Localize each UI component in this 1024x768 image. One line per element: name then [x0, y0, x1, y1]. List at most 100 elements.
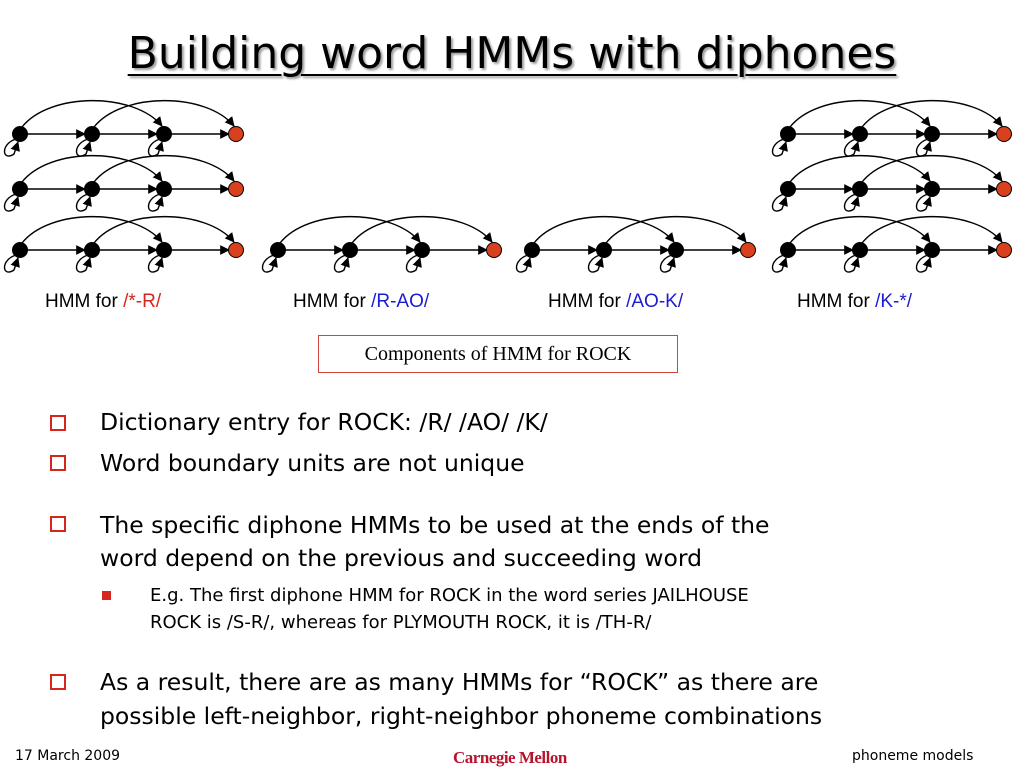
hmm-label-unit: /K-*/: [875, 291, 913, 312]
skip-transition-arrow: [351, 215, 493, 244]
self-loop-arrow: [771, 138, 788, 157]
skip-transition-arrow: [21, 99, 163, 128]
skip-transition-arrow: [279, 215, 421, 244]
final-state-node: [740, 242, 756, 258]
self-loop-arrow: [771, 193, 788, 212]
hmm-label-k-star: HMM for /K-*/: [797, 291, 912, 313]
footer-topic: phoneme models: [852, 748, 974, 764]
final-state-node: [996, 126, 1012, 142]
state-node: [12, 242, 28, 258]
skip-transition-arrow: [789, 99, 931, 128]
state-node: [852, 126, 868, 142]
hollow-square-bullet-icon: [50, 415, 66, 431]
final-state-node: [486, 242, 502, 258]
state-node: [84, 181, 100, 197]
state-node: [414, 242, 430, 258]
sub-bullet-text: ROCK is /S-R/, whereas for PLYMOUTH ROCK…: [150, 612, 652, 633]
bullet-text: Dictionary entry for ROCK: /R/ /AO/ /K/: [100, 408, 548, 436]
final-state-node: [228, 181, 244, 197]
state-node: [342, 242, 358, 258]
bullet-text: possible left-neighbor, right-neighbor p…: [100, 702, 823, 730]
self-loop-arrow: [659, 254, 676, 273]
skip-transition-arrow: [533, 215, 675, 244]
hollow-square-bullet-icon: [50, 455, 66, 471]
hmm-label-prefix: HMM for: [797, 291, 876, 312]
self-loop-arrow: [915, 193, 932, 212]
skip-transition-arrow: [605, 215, 747, 244]
skip-transition-arrow: [861, 99, 1003, 128]
hmm-group-star-r: [3, 99, 244, 273]
skip-transition-arrow: [93, 154, 235, 183]
footer-date: 17 March 2009: [15, 748, 121, 764]
state-node: [852, 181, 868, 197]
skip-transition-arrow: [789, 154, 931, 183]
hmm-label-unit: /AO-K/: [626, 291, 684, 312]
self-loop-arrow: [75, 138, 92, 157]
sub-bullet-text: E.g. The first diphone HMM for ROCK in t…: [150, 585, 749, 606]
self-loop-arrow: [75, 254, 92, 273]
skip-transition-arrow: [861, 154, 1003, 183]
state-node: [12, 181, 28, 197]
self-loop-arrow: [261, 254, 278, 273]
hmm-label-prefix: HMM for: [45, 291, 124, 312]
self-loop-arrow: [3, 138, 20, 157]
carnegie-mellon-logo: Carnegie Mellon: [453, 748, 567, 767]
self-loop-arrow: [147, 138, 164, 157]
state-node: [84, 242, 100, 258]
skip-transition-arrow: [21, 215, 163, 244]
slide-title: Building word HMMs with diphones: [127, 28, 897, 79]
bullet-text: As a result, there are as many HMMs for …: [100, 668, 819, 696]
state-node: [12, 126, 28, 142]
self-loop-arrow: [147, 254, 164, 273]
self-loop-arrow: [843, 254, 860, 273]
state-node: [84, 126, 100, 142]
final-state-node: [228, 126, 244, 142]
bullet-text: Word boundary units are not unique: [100, 449, 525, 477]
final-state-node: [228, 242, 244, 258]
skip-transition-arrow: [789, 215, 931, 244]
self-loop-arrow: [405, 254, 422, 273]
hmm-label-unit: /*-R/: [123, 291, 162, 312]
bullet-text: The specific diphone HMMs to be used at …: [100, 511, 770, 539]
self-loop-arrow: [515, 254, 532, 273]
hollow-square-bullet-icon: [50, 674, 66, 690]
hmm-diagrams: [3, 99, 1012, 273]
filled-square-bullet-icon: [102, 591, 111, 600]
skip-transition-arrow: [93, 99, 235, 128]
self-loop-arrow: [915, 254, 932, 273]
self-loop-arrow: [843, 138, 860, 157]
skip-transition-arrow: [21, 154, 163, 183]
skip-transition-arrow: [861, 215, 1003, 244]
skip-transition-arrow: [93, 215, 235, 244]
state-node: [780, 242, 796, 258]
state-node: [156, 242, 172, 258]
hmm-label-unit: /R-AO/: [371, 291, 430, 312]
state-node: [780, 181, 796, 197]
state-node: [596, 242, 612, 258]
hmm-label-star-r: HMM for /*-R/: [45, 291, 161, 313]
self-loop-arrow: [333, 254, 350, 273]
bullet-text: word depend on the previous and succeedi…: [100, 544, 703, 572]
state-node: [924, 242, 940, 258]
hollow-square-bullet-icon: [50, 516, 66, 532]
hmm-group-ao-k: [515, 215, 756, 273]
self-loop-arrow: [75, 193, 92, 212]
state-node: [852, 242, 868, 258]
hmm-label-r-ao: HMM for /R-AO/: [293, 291, 429, 313]
state-node: [780, 126, 796, 142]
self-loop-arrow: [843, 193, 860, 212]
final-state-node: [996, 181, 1012, 197]
hmm-label-ao-k: HMM for /AO-K/: [548, 291, 683, 313]
hmm-group-k-star: [771, 99, 1012, 273]
hmm-label-prefix: HMM for: [293, 291, 372, 312]
state-node: [156, 181, 172, 197]
state-node: [668, 242, 684, 258]
state-node: [924, 181, 940, 197]
hmm-group-r-ao: [261, 215, 502, 273]
self-loop-arrow: [587, 254, 604, 273]
self-loop-arrow: [3, 193, 20, 212]
state-node: [524, 242, 540, 258]
state-node: [270, 242, 286, 258]
final-state-node: [996, 242, 1012, 258]
state-node: [924, 126, 940, 142]
